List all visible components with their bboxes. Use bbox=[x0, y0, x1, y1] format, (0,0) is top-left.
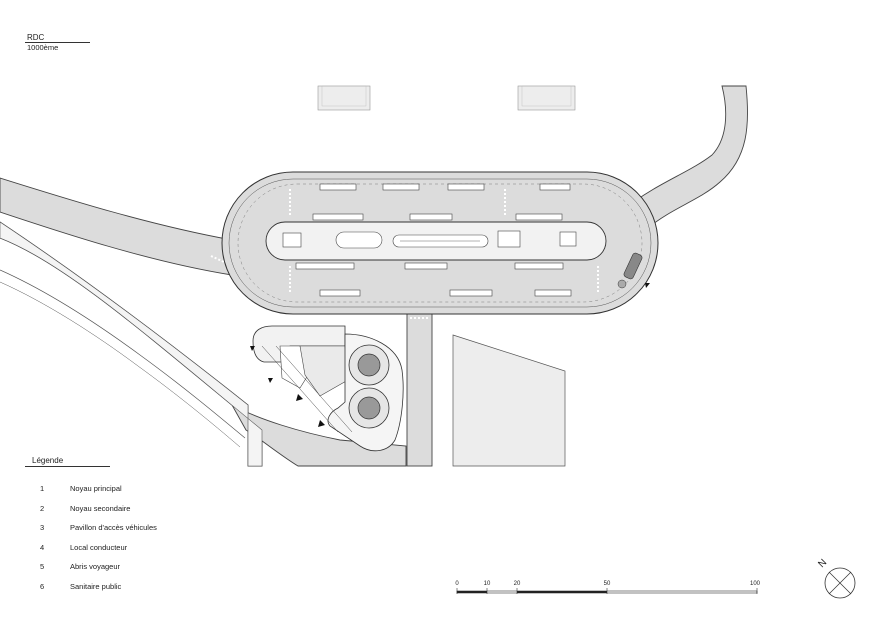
legend-number: 4 bbox=[40, 542, 45, 552]
bus-loop bbox=[221, 171, 659, 315]
scale-bar bbox=[456, 588, 758, 594]
legend-number: 3 bbox=[40, 523, 45, 532]
building-top-right bbox=[517, 85, 576, 111]
sheet-title: RDC bbox=[27, 33, 45, 42]
scale-tick-label: 100 bbox=[749, 581, 761, 587]
legend-number: 1 bbox=[40, 484, 45, 493]
legend-label: Noyau secondaire bbox=[70, 503, 131, 513]
building-top-left bbox=[317, 85, 371, 111]
scale-tick-label: 20 bbox=[513, 581, 521, 587]
bus-bays bbox=[295, 183, 572, 297]
legend-label: Sanitaire public bbox=[70, 581, 122, 591]
legend-number: 2 bbox=[40, 503, 45, 513]
legend-item: 5 Abris voyageur bbox=[40, 562, 157, 582]
legend-label: Local conducteur bbox=[70, 542, 128, 552]
legend-number: 6 bbox=[40, 581, 45, 591]
crosswalks bbox=[210, 189, 599, 319]
sidewalk-block bbox=[0, 221, 263, 467]
legend-title: Légende bbox=[32, 456, 64, 465]
legend-item: 4 Local conducteur bbox=[40, 543, 157, 563]
legend-list: 1 Noyau principal 2 Noyau secondaire 3 Pavi… bbox=[40, 484, 157, 601]
pavilion bbox=[250, 325, 404, 452]
legend-item: 6 Sanitaire public bbox=[40, 582, 157, 602]
legend-label: Abris voyageur bbox=[70, 562, 121, 571]
north-arrow-icon: N bbox=[816, 557, 856, 599]
building-lower-right bbox=[452, 334, 566, 467]
legend-rule bbox=[25, 466, 110, 467]
scale-tick-label: 0 bbox=[455, 581, 459, 587]
parking-strip-edge bbox=[0, 281, 241, 448]
bus-icon bbox=[617, 252, 650, 289]
north-label: N bbox=[816, 557, 829, 570]
legend-item: 2 Noyau secondaire bbox=[40, 504, 157, 524]
legend-item: 1 Noyau principal bbox=[40, 484, 157, 504]
legend-item: 3 Pavillon d'accès véhicules bbox=[40, 523, 157, 543]
legend-number: 5 bbox=[40, 562, 45, 571]
scale-note: 1000ème bbox=[27, 43, 59, 52]
title-rule bbox=[25, 42, 90, 43]
legend-label: Noyau principal bbox=[70, 484, 122, 493]
legend-label: Pavillon d'accès véhicules bbox=[70, 523, 157, 532]
scale-tick-label: 10 bbox=[483, 581, 491, 587]
scale-tick-label: 50 bbox=[603, 581, 611, 587]
parking-strip bbox=[0, 269, 246, 439]
